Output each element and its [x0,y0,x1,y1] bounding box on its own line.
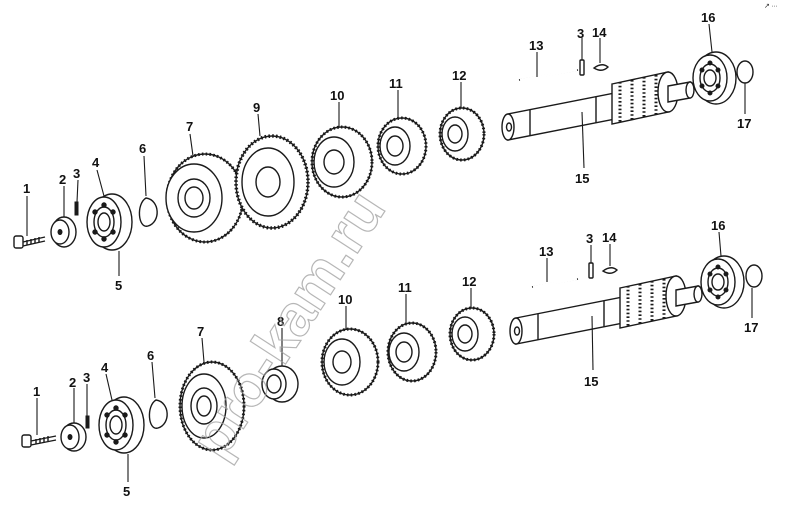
callout-label: 9 [253,100,260,115]
gear [310,125,374,199]
callout-label: 13 [539,244,553,259]
callout-label: 11 [398,280,412,295]
callout-label: 8 [277,314,284,329]
ball-bearing [700,255,745,309]
callout-label: 12 [452,68,466,83]
callout-label: 5 [115,278,122,293]
pin [85,415,90,429]
callout-label: 4 [92,155,100,170]
key [592,64,610,71]
callout-label: 3 [586,231,593,246]
callout-label: 3 [73,166,80,181]
callout-label: 5 [123,484,130,499]
main-shaft [501,71,695,141]
gear [376,116,428,176]
callout-label: 3 [577,26,584,41]
callouts-upper: 1 2 3 4 5 6 7 9 10 11 12 13 3 14 16 17 1… [23,10,751,293]
callout-label: 1 [33,384,40,399]
leader-lines [26,23,746,276]
callout-label: 11 [389,76,403,91]
callout-label: 14 [592,25,607,40]
callout-label: 6 [147,348,154,363]
callout-label: 17 [744,320,758,335]
callout-label: 1 [23,181,30,196]
callout-label: 12 [462,274,476,289]
key-rod [531,277,579,289]
callout-label: 7 [197,324,204,339]
callout-label: 6 [139,141,146,156]
corner-mark: ↗ ∙∙∙ [764,3,778,10]
gear [448,306,496,362]
callout-label: 10 [330,88,344,103]
gear [165,152,245,244]
callouts-lower: 1 2 3 4 5 6 7 8 10 11 12 13 3 14 16 17 1… [33,218,758,499]
bolt [21,434,57,448]
key-rod [518,68,579,82]
callout-label: 3 [83,370,90,385]
retaining-ring [745,264,763,288]
callout-label: 2 [69,375,76,390]
bolt [13,235,46,249]
callout-label: 17 [737,116,751,131]
gear [178,360,246,452]
gear [320,327,380,397]
upper-assembly [13,23,754,276]
callout-label: 4 [101,360,109,375]
leader-lines [36,231,753,482]
key [601,267,619,274]
main-shaft [509,275,703,345]
callout-label: 16 [711,218,725,233]
gear [438,106,486,162]
callout-label: 13 [529,38,543,53]
callout-label: 2 [59,172,66,187]
lower-assembly [21,231,763,482]
snap-ring [148,399,168,429]
pin [588,262,594,279]
gear [386,321,438,383]
callout-label: 14 [602,230,617,245]
retaining-ring [736,60,754,84]
snap-ring [138,197,158,227]
callout-label: 15 [584,374,598,389]
ball-bearing [86,193,133,251]
sleeve [261,365,299,403]
ball-bearing [692,51,737,105]
pin [579,59,585,76]
ball-bearing [98,396,145,454]
callout-label: 10 [338,292,352,307]
washer [50,216,77,248]
callout-label: 15 [575,171,589,186]
pin [74,201,79,216]
gear [234,134,310,230]
callout-label: 16 [701,10,715,25]
washer [60,422,87,452]
callout-label: 7 [186,119,193,134]
